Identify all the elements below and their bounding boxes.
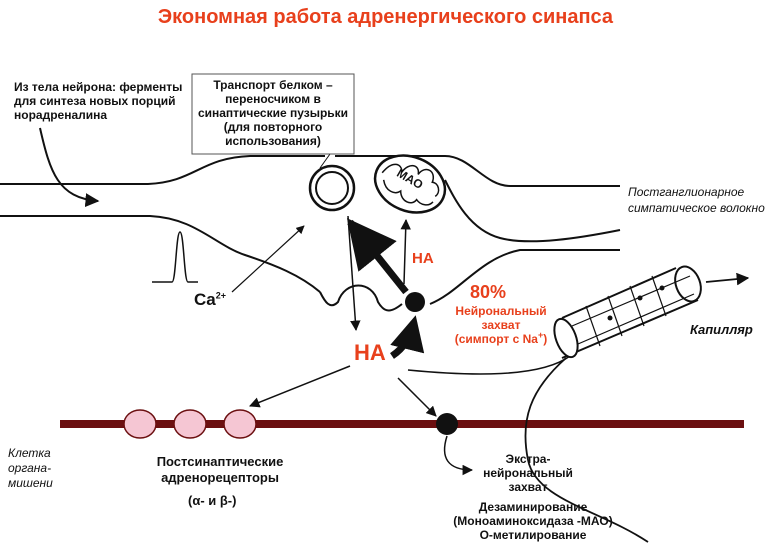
ca-label: Ca2+ [194, 290, 226, 310]
fiber-label: Постганглионарное симпатическое волокно [628, 184, 765, 216]
ca-text: Ca [194, 290, 216, 309]
mao-arrow [400, 218, 411, 285]
receptors-label: Постсинаптические адренорецепторы [140, 454, 300, 486]
ca-charge: 2+ [215, 290, 226, 301]
transport-line-3: синаптические пузырьки [197, 106, 349, 120]
transport-line-2: переносчиком в [225, 92, 321, 106]
transport-box [191, 73, 355, 155]
neuronal-uptake-label: Нейрональный захват (симпорт с Na+) [436, 304, 566, 346]
uptake-arrow [389, 315, 425, 359]
extra-line-1: Экстра- [505, 452, 551, 466]
transport-line-1: Транспорт белком – [213, 78, 333, 92]
ca-arrow [231, 225, 305, 293]
deam-line-3: О-метилирование [479, 528, 587, 542]
enzymes-line-1: Из тела нейрона: ферменты [14, 80, 183, 94]
synaptic-vesicle-inner [315, 171, 349, 205]
target-cell-label: Клетка органа- мишени [8, 446, 53, 491]
receptor-1 [123, 409, 157, 439]
fiber-line-1: Постганглионарное [628, 185, 745, 199]
deamination-label: Дезаминирование (Моноаминоксидаза -МАО) … [448, 500, 618, 542]
axon-top-membrane [0, 155, 325, 185]
extraneuronal-transporter [436, 413, 458, 435]
receptor-arrow [249, 365, 351, 408]
receptors-line-2: адренорецепторы [161, 470, 279, 485]
fiber-wave [444, 179, 621, 243]
receptors-line-1: Постсинаптические [156, 454, 284, 469]
enzymes-line-2: для синтеза новых порций [14, 94, 176, 108]
action-potential-spike [152, 231, 198, 283]
uptake-line-3: (симпорт с Na+) [436, 330, 566, 347]
uptake-line-2: захват [481, 318, 521, 332]
uptake-line-3-text: (симпорт с Na [454, 332, 538, 346]
deam-line-2: (Моноаминоксидаза -МАО) [453, 514, 613, 528]
extra-uptake-label: Экстра- нейрональный захват [478, 452, 578, 494]
percent-label: 80% [470, 282, 507, 302]
deam-line-1: Дезаминирование [478, 500, 588, 514]
axon-outline [0, 155, 621, 312]
receptor-2 [173, 409, 207, 439]
uptake-line-1: Нейрональный [455, 304, 547, 318]
transport-line-5: использования) [225, 134, 321, 148]
fiber-line-2: симпатическое волокно [628, 201, 765, 215]
extra-line-3: захват [508, 480, 548, 494]
capillary-nucleus-1 [607, 315, 613, 321]
neuronal-transporter [405, 292, 425, 312]
mitochondrion [373, 154, 447, 214]
enzymes-label: Из тела нейрона: ферменты для синтеза но… [14, 80, 182, 122]
receptor-types-label: (α- и β-) [188, 493, 237, 508]
synaptic-vesicle-outer [308, 164, 356, 212]
receptor-3 [223, 409, 257, 439]
capillary-nucleus-2 [637, 295, 643, 301]
capillary [553, 265, 702, 359]
capillary-label: Капилляр [690, 322, 753, 337]
na-big-label: НА [354, 340, 386, 365]
target-line-2: органа- [8, 461, 52, 475]
page-title: Экономная работа адренергического синапс… [157, 6, 614, 28]
diffusion-path [407, 355, 571, 375]
terminal-top-membrane [335, 155, 620, 187]
extra-line-2: нейрональный [483, 466, 573, 480]
transport-label: Транспорт белком – переносчиком в синапт… [196, 78, 350, 148]
enzyme-arrow [39, 127, 100, 208]
na-charge: + [537, 330, 544, 340]
capillary-nucleus-3 [659, 285, 665, 291]
extraneuronal-uptake-arrow [443, 435, 474, 476]
target-line-3: мишени [8, 476, 53, 490]
vesicular-transport-arrow [346, 218, 409, 295]
enzymes-line-3: норадреналина [14, 108, 108, 122]
capillary-drain-path [524, 357, 649, 543]
synaptic-membrane [319, 284, 403, 312]
extraneuronal-arrow [397, 377, 437, 417]
blood-flow-arrow [705, 272, 750, 286]
na-small-label: НА [412, 250, 434, 267]
target-line-1: Клетка [8, 446, 51, 460]
transport-line-4: (для повторного [223, 120, 323, 134]
axon-bottom-membrane [0, 215, 321, 293]
terminal-bottom-membrane [429, 249, 620, 305]
uptake-close-paren: ) [543, 332, 548, 346]
transport-connector [319, 153, 331, 169]
